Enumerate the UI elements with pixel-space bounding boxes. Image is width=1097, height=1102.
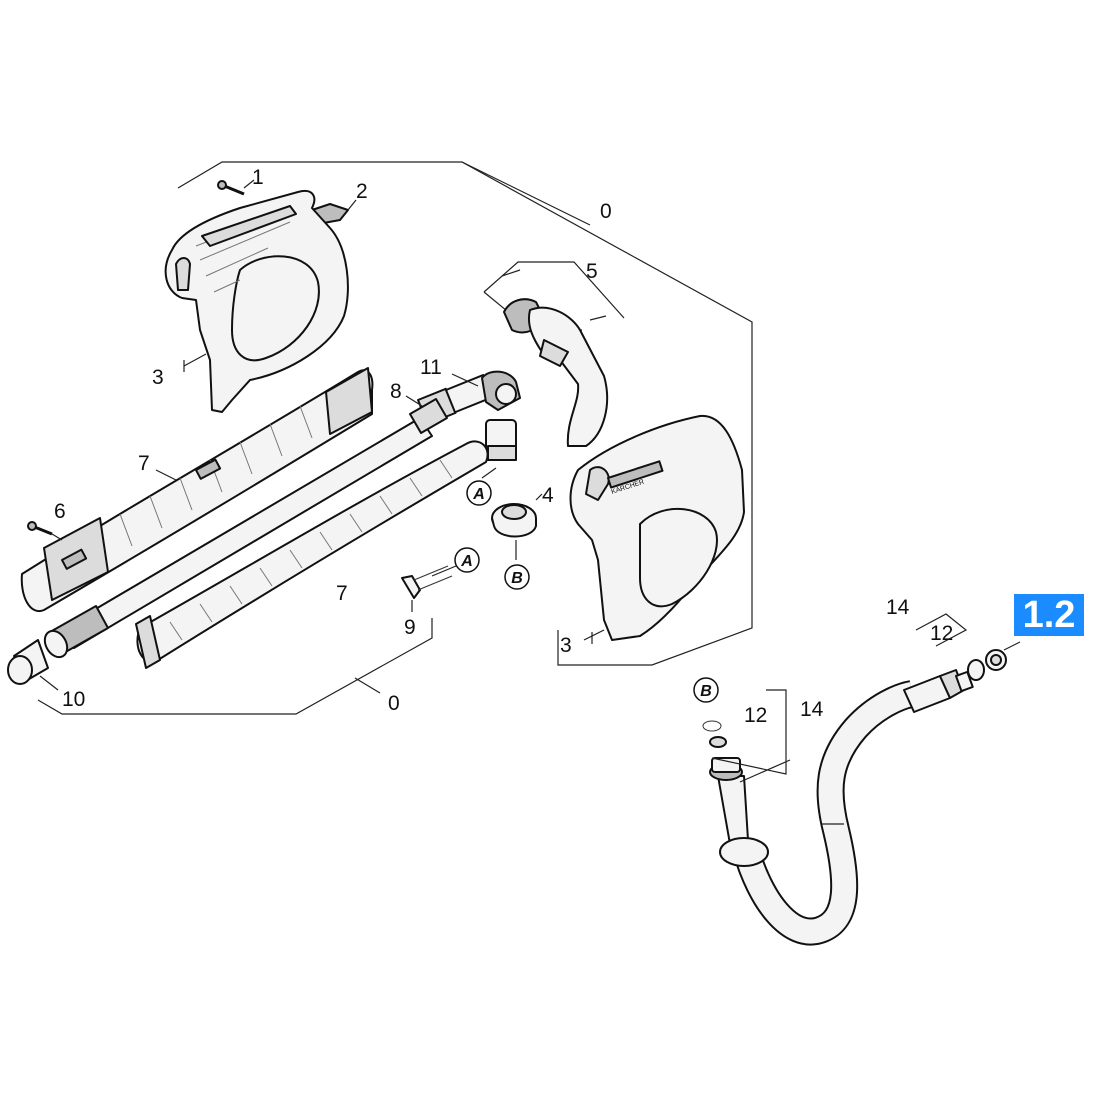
connector-marker-b2: B [693,677,719,703]
screw-1 [217,179,255,196]
callout-2: 2 [356,180,368,203]
lance-shell-lower [135,440,489,669]
section-badge: 1.2 [1014,594,1084,636]
callout-8: 8 [390,380,402,403]
svg-text:A: A [460,553,473,570]
callout-3-right: 3 [560,634,572,657]
callout-12-hose: 12 [744,704,767,727]
callout-14-right: 14 [886,596,910,619]
callout-12-right: 12 [930,622,953,645]
trigger-assembly [483,261,625,447]
callout-0-upper: 0 [600,200,612,223]
callout-3-left: 3 [152,366,164,389]
lance-inner-tube [43,398,448,659]
callout-10: 10 [62,688,85,711]
connector-marker-a2: A [454,547,480,573]
svg-text:B: B [511,570,523,587]
callout-14-hose: 14 [800,698,824,721]
group-bracket-upper [177,161,753,666]
connector-marker-a1: A [466,480,492,506]
callout-9: 9 [404,616,416,639]
handle-grip: KÄRCHER [569,414,745,644]
nut [481,467,543,560]
callout-6: 6 [54,500,66,523]
callout-4: 4 [542,484,554,507]
group-bracket-lower [37,618,433,715]
callout-11: 11 [420,356,442,379]
callout-0-lower: 0 [388,692,400,715]
hose-assembly [702,613,1021,946]
lance-shell-upper [20,367,374,613]
callout-7-lower: 7 [336,582,348,605]
callout-1: 1 [252,166,264,189]
clip [401,565,457,612]
handle-shell-left [164,190,349,413]
svg-text:A: A [472,486,485,503]
screw-6 [27,521,63,541]
svg-text:B: B [700,683,712,700]
end-cap [7,639,59,691]
callout-5: 5 [586,260,598,283]
callout-7-upper: 7 [138,452,150,475]
connector-marker-b1: B [504,564,530,590]
